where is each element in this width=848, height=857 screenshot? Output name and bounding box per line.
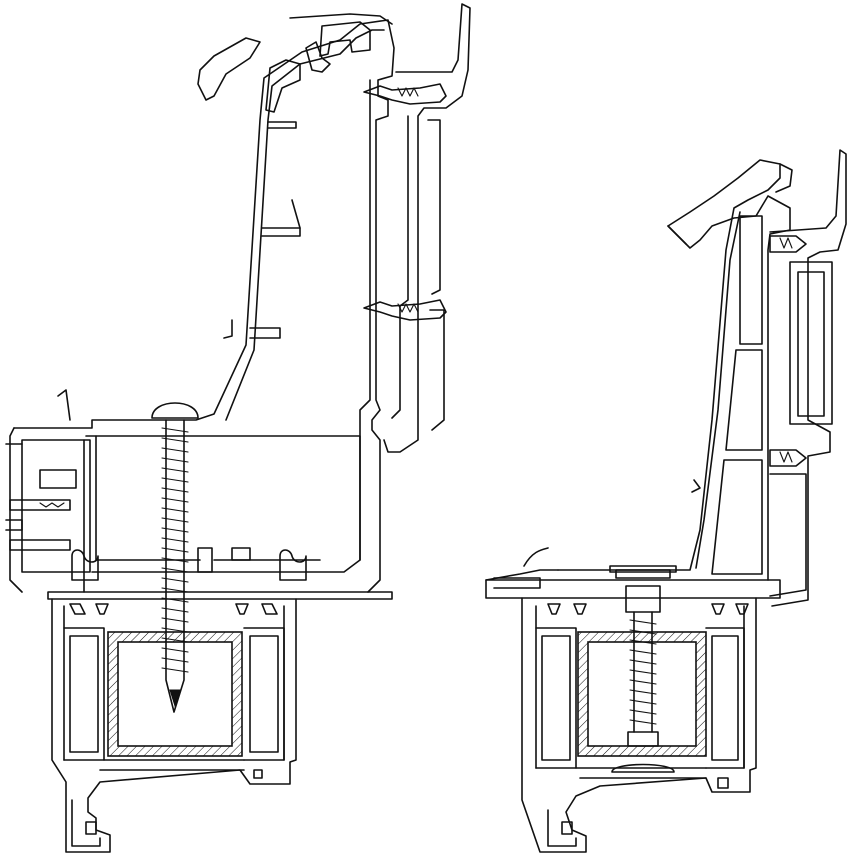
left-frame-profile [5, 13, 395, 593]
right-base-profile [485, 579, 781, 853]
left-section [5, 3, 471, 853]
right-section [485, 149, 847, 853]
left-clip-details [71, 549, 307, 581]
right-threaded-bolt [609, 565, 677, 773]
right-steel-reinforcement [577, 631, 707, 757]
right-frame-profile [485, 159, 793, 589]
left-glazing-channel [363, 3, 471, 453]
left-self-drilling-screw [151, 402, 199, 713]
left-base-profile [47, 591, 393, 853]
right-glazing-channel [769, 149, 847, 607]
